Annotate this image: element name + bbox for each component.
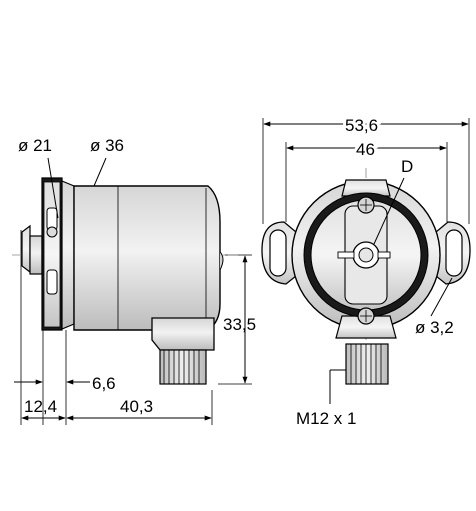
dim-label-d: D	[401, 157, 413, 176]
clamp-slit-right	[377, 251, 391, 259]
connector-housing	[151, 317, 215, 351]
leader-dia-36	[93, 157, 107, 187]
ear-right-slot	[445, 229, 463, 277]
ear-left-slot	[269, 229, 287, 277]
dim-thread-m12: M12 x 1	[296, 409, 356, 428]
front-dimensions: 53,6 46 D ø 3,2 M12 x 1	[262, 113, 470, 428]
flange-screw	[46, 226, 58, 238]
dim-40-3: 40,3	[120, 397, 153, 416]
body-nub	[219, 251, 224, 271]
shaft	[29, 235, 43, 275]
dim-6-6: 6,6	[92, 374, 116, 393]
dim-33-5: 33,5	[223, 315, 256, 334]
dim-dia-3-2: ø 3,2	[415, 318, 454, 337]
leader-dia-3-2	[430, 277, 453, 317]
flange-face	[43, 181, 61, 328]
side-dimensions: ø 21 ø 36 6,6 12,4 40,3 33,5	[14, 136, 256, 421]
shaft-clamp	[21, 224, 31, 274]
dim-dia-21: ø 21	[18, 136, 52, 155]
shaft-hole-inner	[358, 247, 374, 263]
side-view	[12, 177, 252, 425]
clamp-slit	[337, 251, 355, 259]
leader-dia-21	[47, 157, 59, 219]
leader-d	[373, 177, 405, 245]
dim-53-6: 53,6	[345, 116, 378, 135]
dim-12-4: 12,4	[24, 397, 57, 416]
dim-46: 46	[356, 140, 375, 159]
connector-thread	[159, 349, 207, 385]
flange-ring	[61, 180, 75, 330]
flange-slot-bottom	[46, 269, 58, 295]
front-connector-thread	[345, 343, 389, 385]
lug-top	[341, 179, 391, 197]
front-view	[261, 168, 471, 385]
dim-dia-36: ø 36	[90, 136, 124, 155]
encoder-body	[73, 185, 221, 331]
